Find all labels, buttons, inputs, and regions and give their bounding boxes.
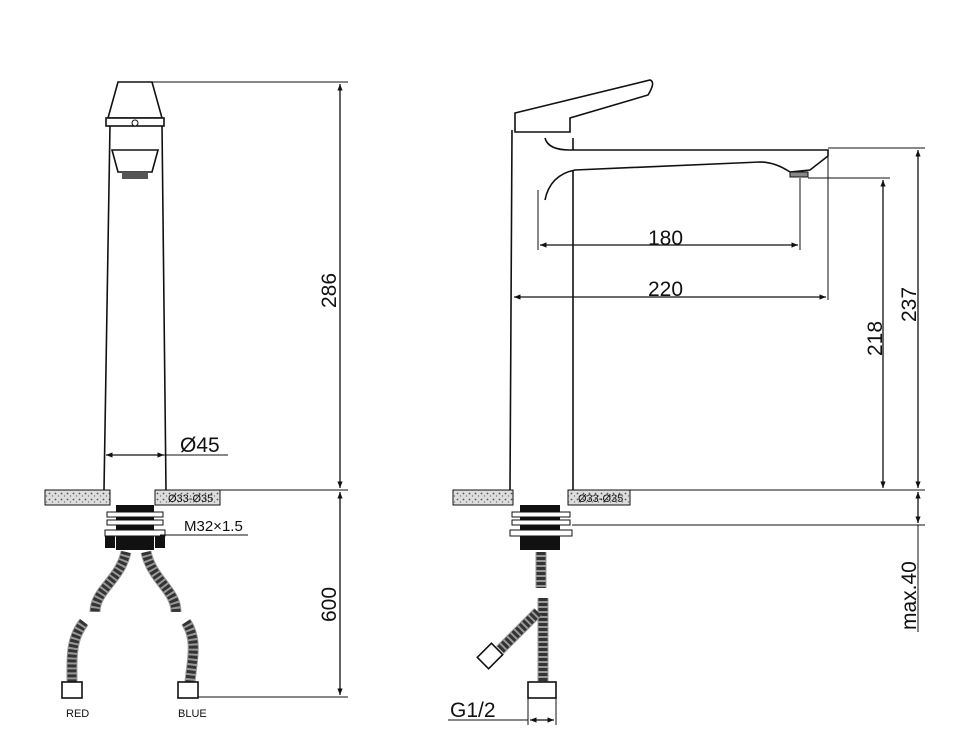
- countertop-front: [44, 489, 221, 506]
- mounting-nut-front: [104, 505, 166, 550]
- hole-diameter-label-side: Ø33-Ø35: [578, 493, 623, 505]
- spout-height-218-label: 218: [864, 321, 887, 356]
- hoses-front: [61, 550, 199, 699]
- connection-label: G1/2: [450, 699, 496, 722]
- reach-220-label: 220: [648, 278, 683, 301]
- countertop-side: [452, 489, 631, 506]
- faucet-body-front: [103, 81, 167, 491]
- hole-diameter-label-front: Ø33-Ø35: [168, 493, 213, 505]
- height-286-label: 286: [318, 273, 341, 308]
- front-view: Ø33-Ø35 M32×1.5 RED BLUE: [44, 81, 348, 720]
- faucet-body-side: [509, 79, 829, 491]
- height-237-label: 237: [898, 287, 921, 322]
- hose-red-label: RED: [66, 708, 89, 720]
- reach-180-label: 180: [648, 227, 683, 250]
- hoses-side: [476, 552, 557, 699]
- mounting-nut-side: [509, 505, 573, 550]
- dimension-lines-side: [448, 147, 925, 725]
- diameter-label: Ø45: [180, 434, 220, 457]
- side-view: Ø33-Ø35: [448, 79, 925, 725]
- dimension-lines-front: [106, 81, 348, 698]
- hose-length-label: 600: [318, 587, 341, 622]
- max-thickness-label: max.40: [898, 561, 921, 630]
- thread-label: M32×1.5: [184, 518, 243, 535]
- hose-blue-label: BLUE: [178, 708, 207, 720]
